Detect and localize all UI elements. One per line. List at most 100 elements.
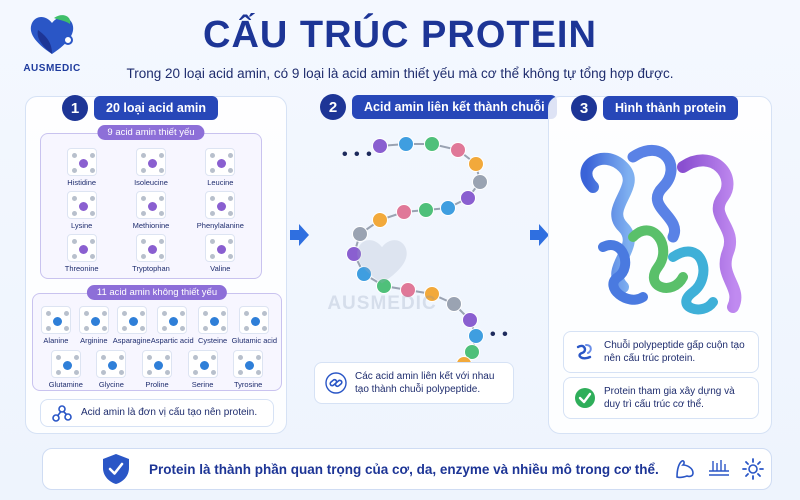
molecule-icon xyxy=(66,148,97,176)
amino-acid-card: Valine xyxy=(186,234,255,273)
amino-acid-card: Aspartic acid xyxy=(151,306,194,345)
amino-acid-bead xyxy=(440,200,456,216)
amino-acid-card: Leucine xyxy=(186,148,255,187)
amino-acid-card: Cysteine xyxy=(194,306,232,345)
molecule-icon xyxy=(141,350,172,378)
heart-logo-icon xyxy=(30,15,74,54)
bottom-icons xyxy=(673,457,765,481)
step-2-header: 2 Acid amin liên kết thành chuỗi xyxy=(320,94,557,120)
step-1-header: 1 20 loại acid amin xyxy=(62,95,219,121)
molecule-icon xyxy=(239,306,270,334)
amino-acid-card: Serine xyxy=(180,350,226,389)
molecule-icon xyxy=(78,306,109,334)
amino-acid-bead xyxy=(450,142,466,158)
amino-acid-bead xyxy=(464,344,480,360)
brand-name: AUSMEDIC xyxy=(23,63,81,74)
molecule-icon xyxy=(135,148,166,176)
amino-acid-bead xyxy=(372,212,388,228)
amino-acid-name: Lysine xyxy=(70,221,93,230)
molecule-icon xyxy=(157,306,188,334)
note-text: Acid amin là đơn vị cấu tạo nên protein. xyxy=(81,407,258,419)
amino-acid-bead xyxy=(472,174,488,190)
watermark-text: AUSMEDIC xyxy=(327,293,437,314)
amino-acid-name: Aspartic acid xyxy=(150,336,194,345)
protein-structure-image xyxy=(580,145,742,315)
amino-acid-name: Tryptophan xyxy=(132,264,170,273)
amino-acid-card: Tyrosine xyxy=(225,350,271,389)
molecule-icon xyxy=(51,402,73,424)
amino-acid-bead xyxy=(376,278,392,294)
amino-acid-name: Proline xyxy=(145,380,169,389)
watermark: AUSMEDIC xyxy=(318,232,446,315)
note-fold: Chuỗi polypeptide gấp cuộn tạo nên cấu t… xyxy=(563,331,759,373)
skin-icon xyxy=(708,460,729,476)
molecule-icon xyxy=(96,350,127,378)
amino-acid-card: Proline xyxy=(134,350,180,389)
amino-acid-name: Glutamic acid xyxy=(231,336,277,345)
molecule-icon xyxy=(187,350,218,378)
muscle-icon xyxy=(675,460,694,479)
step-label: Hình thành protein xyxy=(603,96,739,120)
note-text: Chuỗi polypeptide gấp cuộn tạo nên cấu t… xyxy=(604,339,745,365)
amino-acid-card: Phenylalanine xyxy=(186,191,255,230)
amino-acid-name: Serine xyxy=(191,380,214,389)
nonessential-group-title: 11 acid amin không thiết yếu xyxy=(86,285,228,300)
check-circle-icon xyxy=(574,387,596,409)
amino-acid-card: Isoleucine xyxy=(116,148,185,187)
amino-acid-card: Glutamic acid xyxy=(232,306,277,345)
amino-acid-name: Methionine xyxy=(132,221,170,230)
molecule-icon xyxy=(116,306,147,334)
amino-acid-bead xyxy=(400,282,416,298)
step-number: 2 xyxy=(320,94,346,120)
amino-acid-name: Alanine xyxy=(43,336,69,345)
step-label: Acid amin liên kết thành chuỗi xyxy=(352,95,557,119)
amino-acid-name: Threonine xyxy=(64,264,99,273)
brand-logo: AUSMEDIC xyxy=(12,10,92,74)
enzyme-gear-icon xyxy=(741,458,764,480)
heart-logo-icon xyxy=(357,240,407,284)
amino-acid-bead xyxy=(418,202,434,218)
amino-acid-card: Lysine xyxy=(47,191,116,230)
nonessential-group: 11 acid amin không thiết yếu Alanine Arg… xyxy=(32,285,282,391)
amino-acid-bead xyxy=(460,190,476,206)
ribbon-icon xyxy=(574,341,596,363)
amino-acid-card: Glutamine xyxy=(43,350,89,389)
molecule-icon xyxy=(66,234,97,262)
page-title: CẤU TRÚC PROTEIN xyxy=(203,14,597,56)
molecule-icon xyxy=(233,350,264,378)
molecule-icon xyxy=(197,306,228,334)
amino-acid-name: Leucine xyxy=(207,178,234,187)
note-role: Protein tham gia xây dựng và duy trì cấu… xyxy=(563,377,759,419)
amino-acid-name: Glutamine xyxy=(48,380,83,389)
amino-acid-card: Threonine xyxy=(47,234,116,273)
molecule-icon xyxy=(135,234,166,262)
panel-protein: 3 Hình thành protein Chuỗi polypeptide g… xyxy=(548,95,772,434)
amino-acid-bead xyxy=(352,226,368,242)
molecule-icon xyxy=(205,148,236,176)
amino-acid-name: Arginine xyxy=(80,336,108,345)
panel-chain: 2 Acid amin liên kết thành chuỗi • • • •… xyxy=(308,94,557,434)
amino-acid-card: Methionine xyxy=(116,191,185,230)
molecule-icon xyxy=(40,306,71,334)
note-chain: Các acid amin liên kết với nhau tạo thàn… xyxy=(314,362,514,404)
amino-acid-card: Asparagine xyxy=(113,306,151,345)
amino-acid-bead xyxy=(424,286,440,302)
panel-amino-acids: 1 20 loại acid amin 9 acid amin thiết yế… xyxy=(25,95,287,434)
arrow-right-icon xyxy=(530,224,549,246)
page-subtitle: Trong 20 loại acid amin, có 9 loại là ac… xyxy=(126,66,674,81)
molecule-icon xyxy=(135,191,166,219)
amino-acid-bead xyxy=(424,136,440,152)
amino-acid-bead xyxy=(396,204,412,220)
amino-acid-bead xyxy=(468,328,484,344)
molecule-icon xyxy=(66,191,97,219)
amino-acid-name: Phenylalanine xyxy=(196,221,244,230)
amino-acid-bead xyxy=(346,246,362,262)
amino-acid-name: Isoleucine xyxy=(134,178,168,187)
note-text: Protein tham gia xây dựng và duy trì cấu… xyxy=(604,385,735,411)
chain-ellipsis-start: • • • xyxy=(342,146,373,163)
amino-acid-name: Valine xyxy=(210,264,231,273)
step-number: 3 xyxy=(571,95,597,121)
molecule-icon xyxy=(50,350,81,378)
amino-acid-bead xyxy=(468,156,484,172)
amino-acid-name: Cysteine xyxy=(198,336,228,345)
